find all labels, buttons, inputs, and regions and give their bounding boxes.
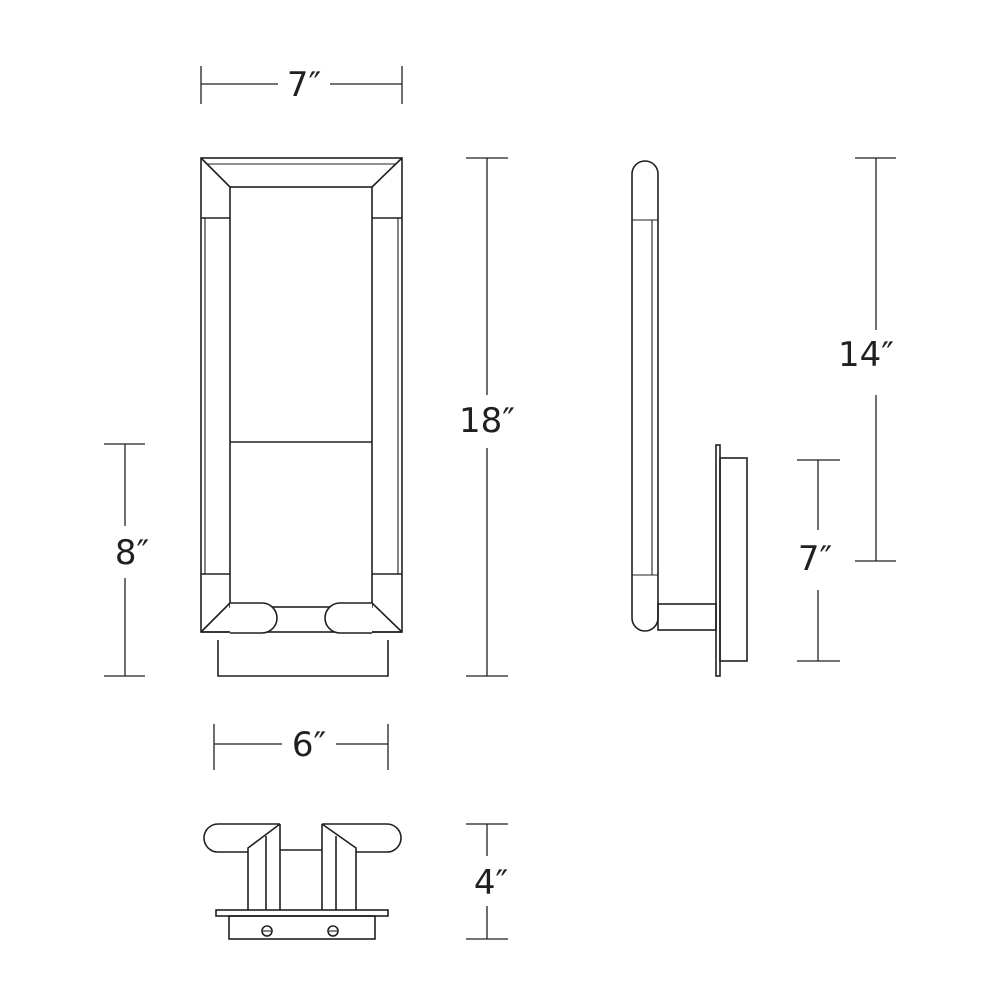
dim-backplate-width: 6″ <box>213 724 389 770</box>
front-backplate <box>217 640 389 677</box>
side-arm <box>657 603 717 631</box>
dim-side-height-lower-label: 7″ <box>798 539 832 579</box>
dim-side-height-upper-label: 14″ <box>838 335 894 375</box>
dim-backplate-width-label: 6″ <box>292 725 326 765</box>
top-view <box>203 823 402 940</box>
top-right-arm <box>321 823 357 910</box>
top-left-arm <box>247 823 281 910</box>
dim-side-height-upper: 14″ <box>838 157 896 562</box>
top-mounting-plate <box>215 909 389 917</box>
dim-front-width-label: 7″ <box>287 65 321 105</box>
screw-icon <box>261 925 273 937</box>
dim-depth: 4″ <box>466 823 508 940</box>
front-outer-frame <box>200 157 403 633</box>
dim-depth-label: 4″ <box>474 863 508 903</box>
side-tube <box>631 160 659 632</box>
dim-front-width: 7″ <box>200 65 403 105</box>
side-view <box>631 160 748 677</box>
top-canopy <box>228 915 376 940</box>
front-left-arm <box>230 602 278 634</box>
screw-icon <box>327 925 339 937</box>
front-right-arm <box>324 602 372 634</box>
side-backplate-body <box>719 457 748 662</box>
dim-side-height-lower: 7″ <box>797 459 840 662</box>
dim-front-height: 18″ <box>459 157 515 677</box>
dim-front-height-label: 18″ <box>459 401 515 441</box>
front-inner-frame <box>229 186 373 608</box>
top-bar <box>203 823 402 853</box>
dim-front-lower-height: 8″ <box>104 443 149 677</box>
front-view <box>200 157 403 677</box>
dim-front-lower-height-label: 8″ <box>115 533 149 573</box>
